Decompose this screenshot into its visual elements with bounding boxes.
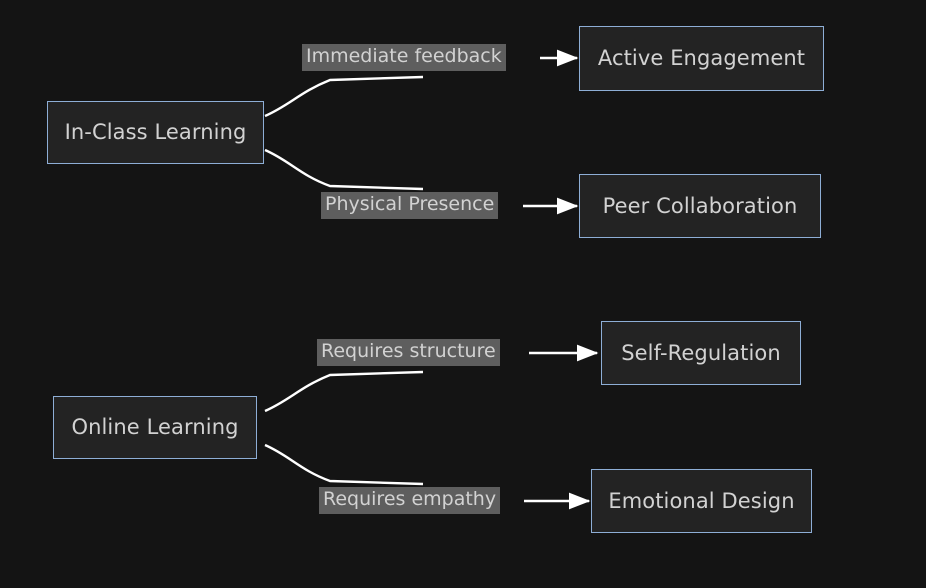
node-online-learning[interactable]: Online Learning <box>53 396 257 459</box>
node-label-peer-collaboration: Peer Collaboration <box>602 193 798 218</box>
node-emotional-design[interactable]: Emotional Design <box>591 469 812 533</box>
edge-label-immediate-feedback: Immediate feedback <box>302 44 506 71</box>
node-in-class-learning[interactable]: In-Class Learning <box>47 101 264 164</box>
edge-label-requires-empathy: Requires empathy <box>319 487 501 514</box>
node-active-engagement[interactable]: Active Engagement <box>579 26 824 91</box>
node-label-active-engagement: Active Engagement <box>597 46 806 70</box>
edge-path-immediate-feedback <box>264 75 424 118</box>
node-label-emotional-design: Emotional Design <box>608 488 795 513</box>
node-label-in-class-learning: In-Class Learning <box>64 120 247 144</box>
node-label-online-learning: Online Learning <box>71 415 239 439</box>
node-peer-collaboration[interactable]: Peer Collaboration <box>579 174 821 238</box>
edge-path-requires-empathy <box>264 443 424 486</box>
node-self-regulation[interactable]: Self-Regulation <box>601 321 801 385</box>
edge-path-requires-structure <box>264 370 424 413</box>
node-label-self-regulation: Self-Regulation <box>621 340 781 365</box>
edge-path-physical-presence <box>264 148 424 191</box>
edge-label-requires-structure: Requires structure <box>317 339 500 366</box>
edge-label-physical-presence: Physical Presence <box>321 192 499 219</box>
